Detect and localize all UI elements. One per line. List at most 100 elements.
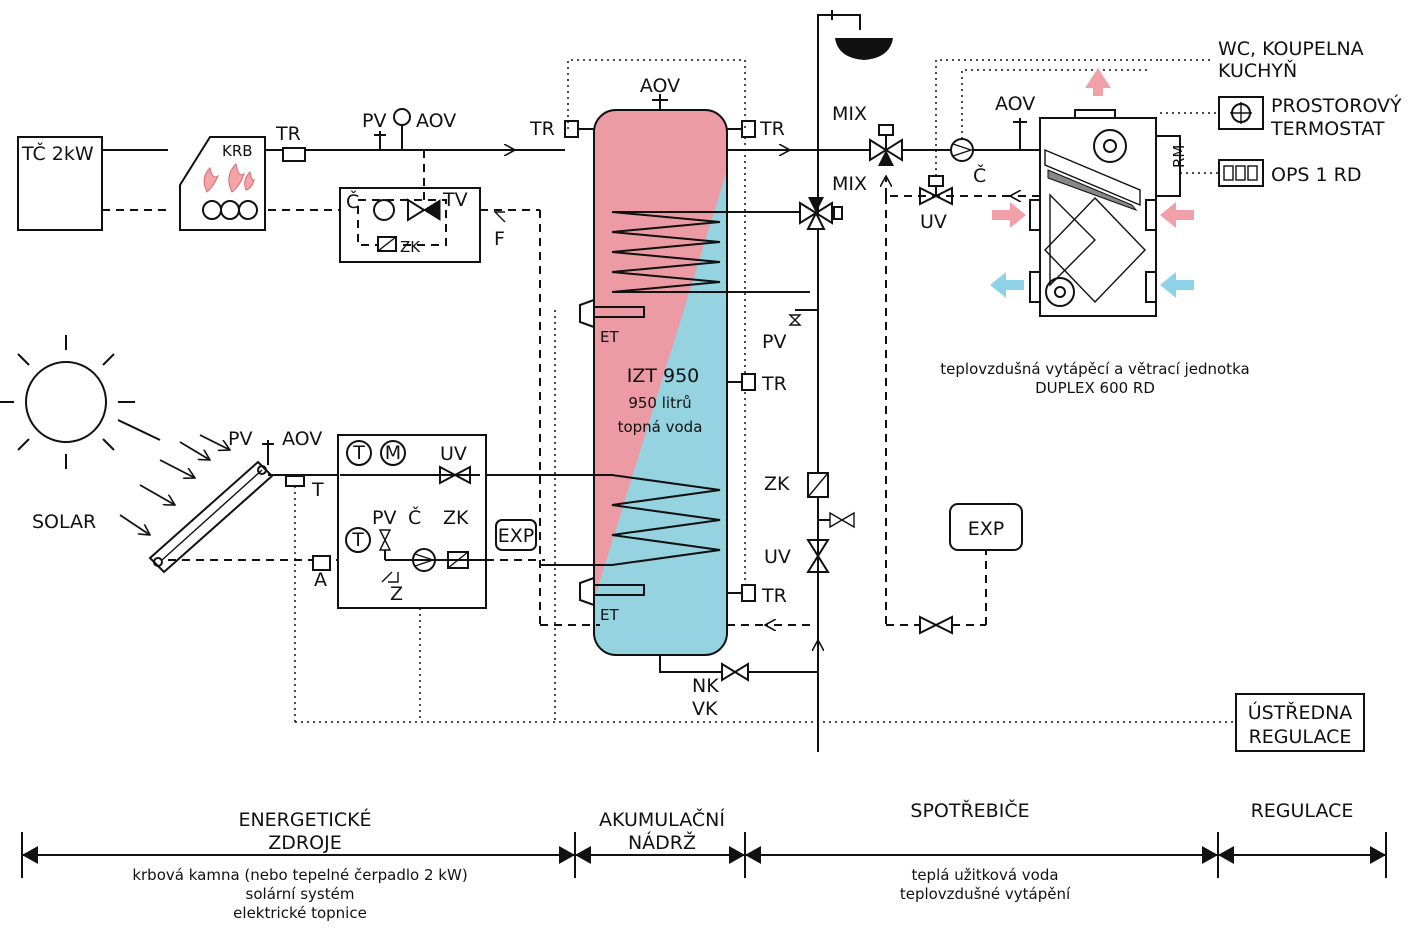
tank-sensors: TR TR TR TR <box>529 118 787 607</box>
tr-label-tank-mid: TR <box>761 373 787 395</box>
mix-valve-lower: MIX <box>799 173 867 230</box>
expansion-vessel-right: EXP <box>949 503 1023 551</box>
sun-icon <box>0 335 161 469</box>
z-label: Z <box>390 583 403 605</box>
a-sensor <box>312 555 331 571</box>
wc-label-2: KUCHYŇ <box>1218 59 1297 82</box>
section-tank-title1: AKUMULAČNÍ <box>599 807 725 831</box>
pv-aov-krb: PV AOV <box>362 108 456 150</box>
mix-valve-upper: MIX <box>832 103 903 166</box>
aov-label-krb: AOV <box>416 110 456 132</box>
tank-aov-label: AOV <box>640 75 680 97</box>
electric-heater-upper <box>579 299 645 328</box>
solar-label: SOLAR <box>32 511 96 533</box>
section-consumers-desc2: teplovzdušné vytápění <box>900 885 1071 903</box>
t-gauge-label: T <box>352 442 365 464</box>
tr-label-tank-bottom: TR <box>761 585 787 607</box>
t-label-solar: T <box>311 479 324 501</box>
mix-label-lower: MIX <box>832 173 867 195</box>
pv-right: PV <box>762 309 818 353</box>
section-regulation: REGULACE <box>1251 800 1354 822</box>
central-regulation: ÚSTŘEDNA REGULACE <box>1235 693 1365 752</box>
electric-heater-lower <box>579 577 645 606</box>
duplex-unit: RM <box>1029 109 1188 317</box>
section-energy-title1: ENERGETICKÉ <box>238 808 371 831</box>
tank-medium: topná voda <box>618 418 703 436</box>
thermostat-icon <box>1218 96 1264 130</box>
pv-label-solar: PV <box>228 428 252 450</box>
section-arrowhead <box>559 846 575 864</box>
tank-aov-valve <box>652 94 668 110</box>
duplex-desc-1: teplovzdušná vytápěcí a větrací jednotka <box>940 360 1249 378</box>
lower-heat-exchanger-coil <box>480 474 721 566</box>
tr-label-krb: TR <box>275 123 301 145</box>
air-arrows <box>990 68 1194 298</box>
duplex-desc-2: DUPLEX 600 RD <box>1035 379 1155 397</box>
a-label: A <box>314 569 327 591</box>
fireplace-stove: KRB <box>179 136 266 231</box>
section-arrowhead <box>1218 846 1234 864</box>
section-arrowhead <box>729 846 745 864</box>
solar-pump-group: T M UV PV Č ZK T Z <box>337 434 487 609</box>
central-label-2: REGULACE <box>1249 726 1352 748</box>
uv-label-right: UV <box>764 546 791 568</box>
section-energy-desc3: elektrické topnice <box>233 904 367 922</box>
uv-valve-right: UV <box>764 539 830 573</box>
central-label-1: ÚSTŘEDNA <box>1248 700 1353 724</box>
section-arrowhead <box>575 846 591 864</box>
thermostat-label-1: PROSTOROVÝ <box>1271 94 1402 117</box>
f-label: F <box>494 228 505 250</box>
section-consumers-desc1: teplá užitková voda <box>911 866 1058 884</box>
c-label-solar: Č <box>408 505 421 529</box>
section-tank-title2: NÁDRŽ <box>628 831 696 854</box>
tv-label: TV <box>442 189 468 211</box>
zk-right: ZK <box>764 472 829 498</box>
exp-label-right: EXP <box>968 518 1004 540</box>
section-energy-desc1: krbová kamna (nebo tepelné čerpadlo 2 kW… <box>132 866 467 884</box>
krb-label: KRB <box>222 142 253 160</box>
zk-label-krb: ZK <box>400 238 421 256</box>
tr-label-tank-left: TR <box>529 118 555 140</box>
ball-valve-right <box>818 511 855 529</box>
section-axis <box>21 832 1387 878</box>
uv-valve-duplex: UV <box>919 175 953 233</box>
tr-sensor-krb <box>282 147 306 162</box>
aov-label-solar: AOV <box>282 428 322 450</box>
section-arrowhead <box>1370 846 1386 864</box>
aov-duplex: AOV <box>995 93 1035 150</box>
ops-label: OPS 1 RD <box>1271 164 1361 186</box>
uv-label-duplex: UV <box>920 211 947 233</box>
upper-heat-exchanger-coil <box>611 211 790 293</box>
section-arrowhead <box>1202 846 1218 864</box>
section-tank: AKUMULAČNÍ NÁDRŽ <box>599 807 725 854</box>
sun-rays <box>119 434 230 535</box>
nk-label: NK <box>692 675 719 697</box>
krb-pump-group: Č TV ZK <box>339 150 481 263</box>
section-consumers: SPOTŘEBIČE teplá užitková voda teplovzdu… <box>900 798 1071 903</box>
solar-collector <box>148 460 274 574</box>
zk-label-solar: ZK <box>443 507 469 529</box>
uv-label-solar: UV <box>440 443 467 465</box>
aov-label-duplex: AOV <box>995 93 1035 115</box>
heat-pump: TČ 2kW <box>17 136 168 231</box>
mix-label-upper: MIX <box>832 103 867 125</box>
section-energy-desc2: solární systém <box>246 885 355 903</box>
section-energy: ENERGETICKÉ ZDROJE krbová kamna (nebo te… <box>132 808 467 922</box>
vk-label: VK <box>692 698 718 720</box>
tr-label-tank-top: TR <box>759 118 785 140</box>
expansion-vessel-solar: EXP <box>495 519 537 551</box>
section-regulation-title: REGULACE <box>1251 800 1354 822</box>
ops-icon <box>1218 159 1264 187</box>
t-sensor-solar <box>285 475 305 487</box>
t-gauge2-label: T <box>351 529 364 551</box>
wc-label-1: WC, KOUPELNA <box>1218 38 1364 60</box>
exp-label-solar: EXP <box>498 525 534 547</box>
section-energy-title2: ZDROJE <box>268 832 341 854</box>
thermostat-label-2: TERMOSTAT <box>1270 118 1385 140</box>
section-arrowhead <box>745 846 761 864</box>
pv-label-group: PV <box>372 507 396 529</box>
et-upper-label: ET <box>600 328 619 346</box>
section-consumers-title: SPOTŘEBIČE <box>910 798 1029 822</box>
